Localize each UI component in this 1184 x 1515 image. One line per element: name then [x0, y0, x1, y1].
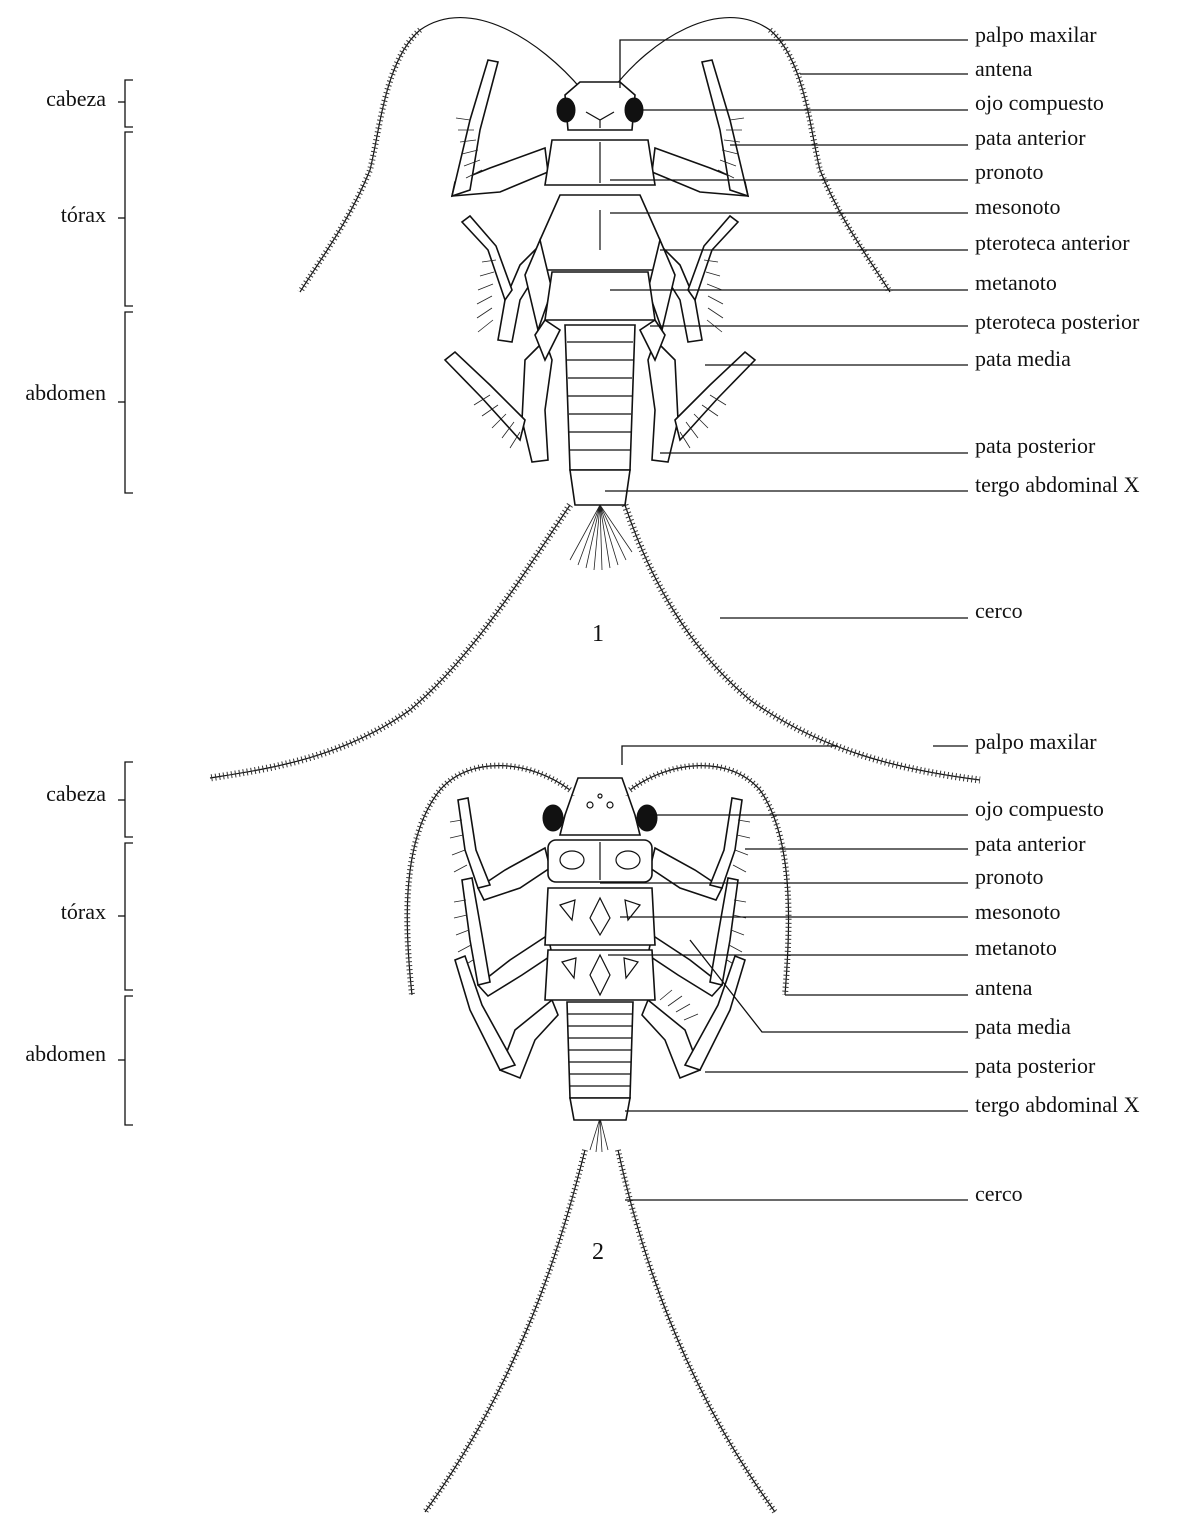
labels-2: palpo maxilar ojo compuesto pata anterio…: [592, 729, 1140, 1265]
label-2-ojo-compuesto: ojo compuesto: [975, 796, 1104, 821]
bracket-head-2: [125, 762, 133, 837]
foreleg-left-2: [478, 848, 550, 900]
label-2-pronoto: pronoto: [975, 864, 1043, 889]
label-1-pata-anterior: pata anterior: [975, 125, 1086, 150]
label-1-ojo-compuesto: ojo compuesto: [975, 90, 1104, 115]
midleg-right-2: [648, 935, 722, 996]
bracket-thorax-1: [125, 132, 133, 306]
compound-eye-right-2: [637, 805, 657, 831]
label-2-pata-posterior: pata posterior: [975, 1053, 1096, 1078]
compound-eye-left-2: [543, 805, 563, 831]
region-label-thorax-2: tórax: [61, 899, 106, 924]
figure-2: cabeza tórax abdomen: [25, 729, 1139, 1512]
label-2-pata-anterior: pata anterior: [975, 831, 1086, 856]
label-2-palpo-maxilar: palpo maxilar: [975, 729, 1097, 754]
label-1-pata-media: pata media: [975, 346, 1071, 371]
bracket-head-1: [125, 80, 133, 127]
hindleg-left-1: [522, 340, 552, 462]
region-brackets-1: cabeza tórax abdomen: [25, 80, 133, 493]
label-2-pata-media: pata media: [975, 1014, 1071, 1039]
cercus-left-1: [210, 505, 570, 778]
label-1-metanoto: metanoto: [975, 270, 1057, 295]
bracket-abdomen-2: [125, 996, 133, 1125]
figure-number-2: 2: [592, 1239, 604, 1265]
head-2: [560, 788, 640, 835]
insect-illustration-2: [407, 766, 788, 1512]
label-1-cerco: cerco: [975, 598, 1023, 623]
metanotum-2: [545, 950, 655, 1000]
tail-setae-1: [570, 505, 632, 570]
label-1-antena: antena: [975, 56, 1033, 81]
label-1-tergo-abdominal-x: tergo abdominal X: [975, 472, 1140, 497]
tergum-x-2: [570, 1098, 630, 1120]
metanotum-1: [545, 272, 655, 320]
label-1-pteroteca-posterior: pteroteca posterior: [975, 309, 1140, 334]
label-2-mesonoto: mesonoto: [975, 899, 1061, 924]
label-2-tergo-abdominal-x: tergo abdominal X: [975, 1092, 1140, 1117]
label-2-antena: antena: [975, 975, 1033, 1000]
abdomen-1: [565, 325, 635, 470]
hindleg-right-1: [648, 340, 678, 462]
cercus-right-2: [618, 1150, 775, 1512]
label-1-pteroteca-anterior: pteroteca anterior: [975, 230, 1130, 255]
figure-1: cabeza tórax abdomen: [25, 18, 1140, 780]
label-1-pata-posterior: pata posterior: [975, 433, 1096, 458]
region-label-abdomen-2: abdomen: [25, 1041, 106, 1066]
bracket-abdomen-1: [125, 312, 133, 493]
label-2-metanoto: metanoto: [975, 935, 1057, 960]
cercus-left-2: [425, 1150, 585, 1512]
labels-1: palpo maxilar antena ojo compuesto pata …: [592, 22, 1140, 647]
label-1-mesonoto: mesonoto: [975, 194, 1061, 219]
figure-number-1: 1: [592, 621, 604, 647]
compound-eye-left-1: [557, 98, 575, 122]
tergum-x-1: [570, 470, 630, 505]
label-1-palpo-maxilar: palpo maxilar: [975, 22, 1097, 47]
bracket-thorax-2: [125, 843, 133, 990]
region-label-head-2: cabeza: [46, 781, 106, 806]
region-brackets-2: cabeza tórax abdomen: [25, 762, 133, 1125]
label-1-pronoto: pronoto: [975, 159, 1043, 184]
midleg-left-2: [478, 935, 552, 996]
label-2-cerco: cerco: [975, 1181, 1023, 1206]
region-label-thorax-1: tórax: [61, 202, 106, 227]
foreleg-right-2: [650, 848, 722, 900]
insect-illustration-1: [210, 18, 980, 780]
cercus-right-1: [625, 505, 980, 780]
region-label-head-1: cabeza: [46, 86, 106, 111]
region-label-abdomen-1: abdomen: [25, 380, 106, 405]
